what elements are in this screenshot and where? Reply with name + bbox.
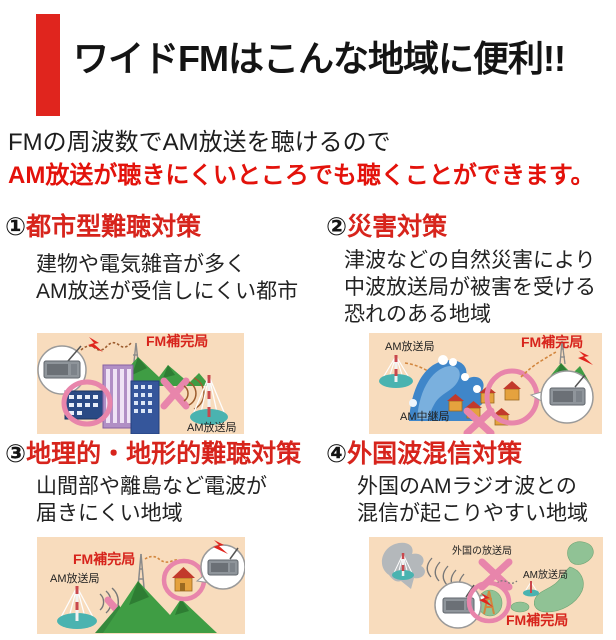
- illustration-disaster: AM放送局 AM中継局: [369, 333, 602, 434]
- section-4-body-line: 外国のAMラジオ波との: [357, 475, 577, 498]
- section-1-heading: ①都市型難聴対策: [5, 213, 202, 242]
- fm-tower-icon: [559, 340, 566, 365]
- x-mark-icon: [463, 407, 495, 434]
- section-3-body-line: 届きにくい地域: [36, 502, 183, 525]
- section-1-body-line: 建物や電気雑音が多く: [36, 253, 246, 276]
- am-station-label: AM放送局: [523, 568, 568, 581]
- lightning-icon: [213, 540, 228, 554]
- am-station-label: AM放送局: [50, 571, 100, 585]
- am-tower-icon: [392, 553, 414, 580]
- house-icon: [172, 567, 195, 592]
- section-4-body: 外国のAMラジオ波との 混信が起こりやすい地域: [357, 473, 588, 527]
- lightning-icon: [479, 593, 493, 607]
- am-tower-icon: [57, 586, 97, 629]
- signal-dashed-line: [520, 351, 557, 378]
- lightning-icon: [578, 351, 593, 365]
- am-tower-icon: [523, 581, 539, 597]
- section-2-number: ②: [326, 213, 348, 241]
- section-2-body-line: 恐れのある地域: [344, 303, 491, 326]
- am-station-label: AM放送局: [385, 339, 435, 353]
- am-relay-label: AM中継局: [400, 409, 450, 423]
- section-3-body: 山間部や離島など電波が 届きにくい地域: [36, 473, 267, 527]
- am-tower-icon: [190, 375, 228, 425]
- fm-station-label: FM補完局: [146, 333, 208, 349]
- radio-icon: [529, 370, 594, 424]
- foreign-station-label: 外国の放送局: [452, 544, 512, 557]
- section-4-body-line: 混信が起こりやすい地域: [357, 502, 588, 525]
- section-2-body: 津波などの自然災害により 中波放送局が被害を受ける 恐れのある地域: [344, 247, 596, 328]
- highlight-circle: [61, 379, 113, 427]
- signal-arcs: [183, 377, 205, 410]
- section-1-number: ①: [5, 213, 27, 241]
- illustration-urban: FM補完局: [37, 333, 244, 434]
- mountain-icon: [113, 357, 210, 386]
- illustration-terrain: FM補完局 AM放送局: [37, 537, 245, 634]
- section-4-number: ④: [326, 440, 348, 468]
- section-3-number: ③: [5, 440, 27, 468]
- am-tower-icon: [379, 355, 413, 388]
- am-station-label: AM放送局: [187, 420, 237, 434]
- page-title: ワイドFMはこんな地域に便利!!: [73, 38, 566, 79]
- tsunami-icon: [409, 355, 485, 421]
- mountain-icon: [95, 581, 217, 633]
- section-2-body-line: 津波などの自然災害により: [344, 249, 596, 272]
- title-accent-bar: [36, 14, 60, 116]
- fm-station-label: FM補完局: [506, 612, 568, 628]
- building-icon: [64, 364, 160, 434]
- lightning-icon: [88, 337, 103, 352]
- section-2-title: 災害対策: [347, 213, 448, 241]
- section-1-body: 建物や電気雑音が多く AM放送が受信しにくい都市: [36, 251, 298, 305]
- radio-icon: [195, 544, 245, 590]
- subtitle-line1: FMの周波数でAM放送を聴けるので: [8, 129, 391, 156]
- fm-station-label: FM補完局: [521, 334, 583, 350]
- fm-station-label: FM補完局: [73, 551, 135, 567]
- radio-icon: [37, 345, 87, 395]
- x-mark-icon: [160, 377, 190, 410]
- section-1-title: 都市型難聴対策: [26, 213, 202, 241]
- section-3-body-line: 山間部や離島など電波が: [36, 475, 267, 498]
- section-3-title: 地理的・地形的難聴対策: [26, 440, 302, 468]
- highlight-circle: [466, 580, 512, 624]
- section-4-heading: ④外国波混信対策: [326, 440, 523, 469]
- section-2-heading: ②災害対策: [326, 213, 448, 242]
- section-3-heading: ③地理的・地形的難聴対策: [5, 440, 302, 469]
- illustration-foreign: 外国の放送局 AM放送局: [369, 537, 603, 634]
- subtitle-line2: AM放送が聴きにくいところでも聴くことができます。: [8, 162, 595, 189]
- section-1-body-line: AM放送が受信しにくい都市: [36, 280, 299, 303]
- section-4-title: 外国波混信対策: [347, 440, 523, 468]
- section-2-body-line: 中波放送局が被害を受ける: [344, 276, 596, 299]
